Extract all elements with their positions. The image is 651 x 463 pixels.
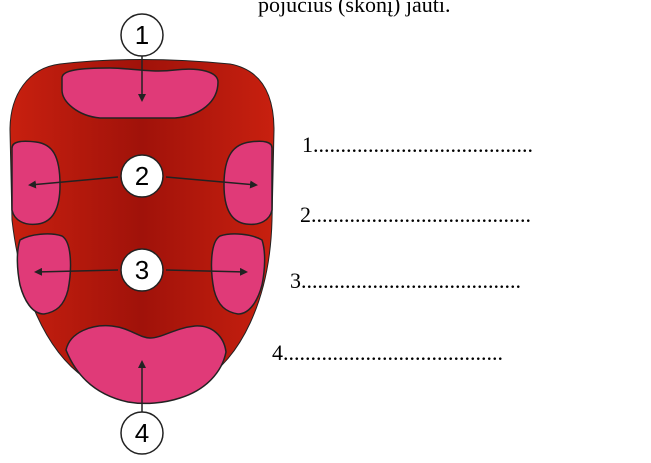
header-text: pojūčius (skonį) jauti.: [258, 0, 451, 17]
svg-text:3: 3: [135, 255, 149, 285]
marker-2: 2: [120, 154, 164, 198]
answer-line-4: 4.......................................…: [272, 340, 503, 365]
svg-text:4: 4: [135, 418, 149, 448]
arrow-2-left: [28, 176, 119, 189]
tongue-diagram: 1 2 3 4: [9, 13, 275, 455]
marker-1: 1: [120, 13, 164, 57]
zone-3-left-area: [16, 233, 72, 315]
svg-text:2: 2: [135, 161, 149, 191]
marker-4: 4: [120, 411, 164, 455]
arrow-2-right: [165, 176, 258, 189]
arrow-3-left: [34, 267, 119, 276]
arrow-3-right: [165, 267, 248, 276]
answer-line-2: 2.......................................…: [300, 202, 531, 227]
answer-line-3: 3.......................................…: [290, 268, 521, 293]
marker-3: 3: [120, 248, 164, 292]
svg-text:1: 1: [135, 20, 149, 50]
zone-4-area: [65, 324, 227, 405]
zone-2-right-area: [223, 140, 273, 226]
answer-line-1: 1.......................................…: [302, 132, 533, 157]
arrows: [28, 56, 258, 412]
zone-1-area: [61, 67, 219, 119]
zone-3-right-area: [210, 233, 266, 315]
